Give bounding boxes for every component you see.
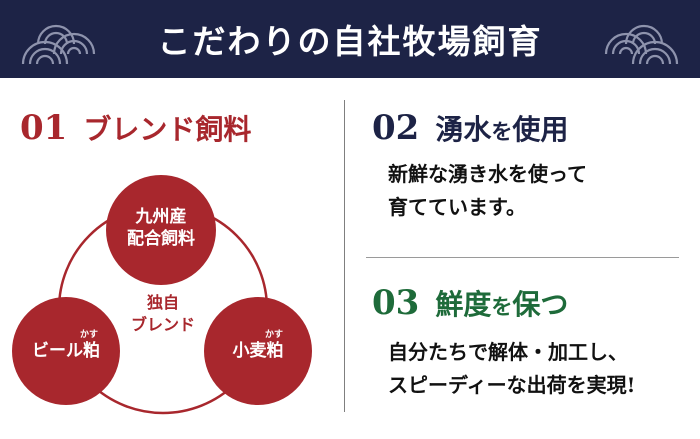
section-title: ブレンド飼料	[83, 113, 252, 146]
horizontal-divider	[366, 257, 679, 258]
section-number: 03	[372, 283, 420, 323]
ingredient-circle-right	[204, 297, 312, 405]
section-03-heading: 03 鮮度 を 保つ	[372, 283, 568, 323]
center-label-line2: ブレンド	[130, 315, 195, 334]
ingredient-top-line1: 九州産	[135, 207, 187, 227]
ingredient-right-label: 小麦粕	[232, 341, 284, 361]
ruby-left: かす	[80, 330, 99, 340]
center-label: 独自 ブレンド	[118, 292, 208, 336]
ingredient-circle-left	[12, 297, 120, 405]
page-title: こだわりの自社牧場飼育	[157, 22, 543, 61]
body-line: 育てています。	[388, 195, 526, 219]
center-label-line1: 独自	[146, 293, 179, 312]
section-title-particle: を	[491, 119, 513, 144]
body-line: スピーディーな出荷を実現!	[388, 373, 636, 397]
vertical-divider	[344, 100, 345, 412]
ingredient-top-label: 九州産 配合飼料	[111, 206, 211, 250]
section-02-body: 新鮮な湧き水を使って 育てています。	[388, 158, 587, 224]
section-title-part1: 湧水	[435, 113, 492, 146]
seigaiha-wave-icon	[21, 24, 96, 65]
body-line: 新鮮な湧き水を使って	[388, 162, 587, 186]
section-title-particle: を	[491, 294, 513, 319]
section-02-heading: 02 湧水 を 使用	[372, 108, 568, 148]
ruby-right: かす	[265, 330, 284, 340]
section-number: 02	[372, 108, 420, 148]
seigaiha-wave-icon	[604, 24, 679, 65]
ingredient-circle-top	[106, 175, 216, 285]
title-banner: こだわりの自社牧場飼育	[0, 0, 700, 78]
blend-diagram: 九州産 配合飼料 独自 ブレンド かす ビール粕 かす 小麦粕	[0, 170, 340, 439]
section-title-part2: 使用	[512, 113, 569, 146]
section-title-part2: 保つ	[512, 288, 569, 321]
section-01-heading: 01 ブレンド飼料	[20, 108, 251, 148]
ingredient-top-line2: 配合飼料	[127, 229, 195, 249]
blend-diagram-graphic	[12, 175, 312, 415]
section-number: 01	[20, 108, 68, 148]
section-03-body: 自分たちで解体・加工し、 スピーディーな出荷を実現!	[388, 336, 635, 402]
body-line: 自分たちで解体・加工し、	[388, 340, 628, 364]
section-title-part1: 鮮度	[435, 288, 492, 321]
ingredient-left-label: ビール粕	[32, 341, 100, 361]
